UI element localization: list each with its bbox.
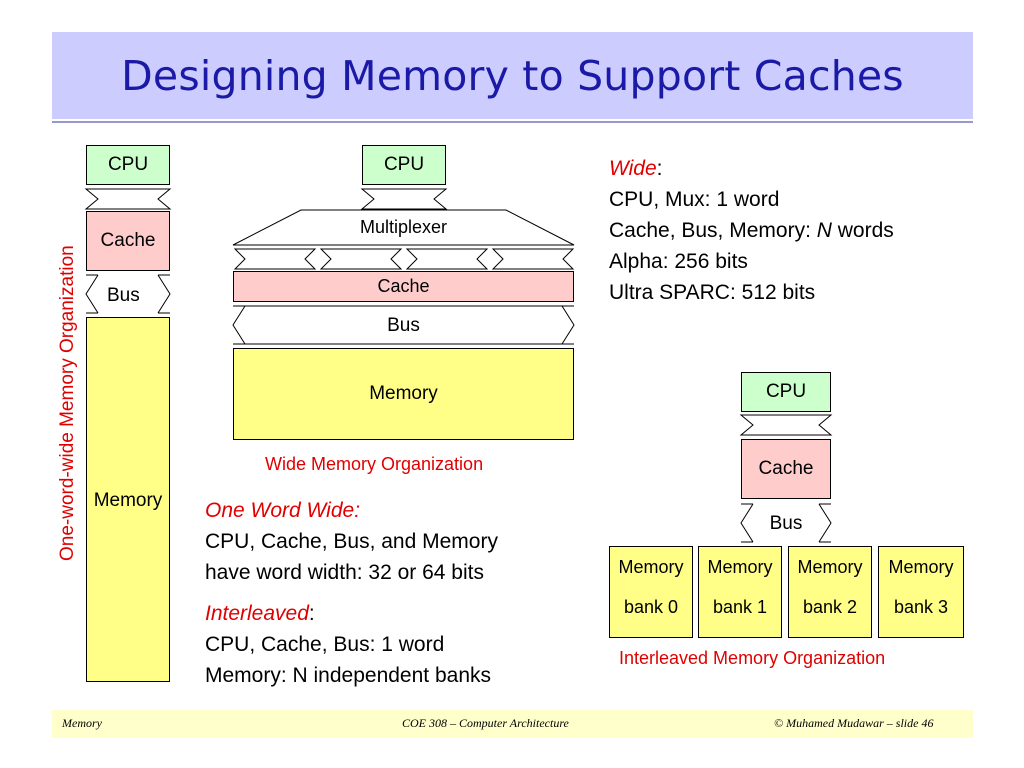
- interleaved-caption: Interleaved Memory Organization: [619, 648, 886, 668]
- wide-notes-line2a: Cache, Bus, Memory:: [609, 219, 817, 242]
- wide-cpu-mux-connector: [360, 188, 448, 210]
- interleaved-notes-line1: CPU, Cache, Bus: 1 word: [205, 633, 445, 656]
- one-word-cache-box: Cache: [86, 211, 170, 271]
- wide-caption: Wide Memory Organization: [265, 454, 484, 474]
- one-word-cpu-cache-connector: [84, 188, 172, 210]
- memory-bank-1-line1: Memory: [707, 557, 773, 577]
- memory-bank-2-line1: Memory: [797, 557, 863, 577]
- multiplexer-shape: [232, 209, 575, 246]
- one-word-notes-heading: One Word Wide:: [205, 499, 361, 522]
- one-word-memory-label: Memory: [93, 490, 163, 511]
- wide-notes-line2b: words: [831, 219, 894, 242]
- wide-cpu-box: CPU: [362, 145, 446, 185]
- one-word-bus: [85, 274, 171, 314]
- wide-cache-box: Cache: [233, 271, 574, 302]
- wide-notes-line1: CPU, Mux: 1 word: [609, 188, 780, 211]
- one-word-notes-line1: CPU, Cache, Bus, and Memory: [205, 530, 498, 553]
- memory-bank-3-line2: bank 3: [893, 597, 949, 617]
- one-word-notes: One Word Wide: CPU, Cache, Bus, and Memo…: [205, 495, 498, 588]
- wide-bus: [232, 305, 575, 345]
- wide-memory-box: Memory: [233, 348, 574, 440]
- memory-bank-1-line2: bank 1: [712, 597, 768, 617]
- footer-topic: Memory: [62, 716, 102, 730]
- interleaved-notes: Interleaved: CPU, Cache, Bus: 1 word Mem…: [205, 598, 491, 691]
- wide-notes-heading: Wide: [609, 157, 657, 180]
- interleaved-notes-colon: :: [308, 602, 315, 625]
- multiplexer-label: Multiplexer: [359, 217, 448, 237]
- title-bar: [52, 32, 973, 119]
- one-word-memory-box: Memory: [86, 317, 170, 682]
- memory-bank-2-line2: bank 2: [802, 597, 858, 617]
- mux-cache-connectors: [233, 248, 575, 270]
- one-word-cpu-box: CPU: [86, 145, 170, 185]
- interleaved-notes-line2: Memory: N independent banks: [205, 664, 491, 687]
- wide-notes-line4: Ultra SPARC: 512 bits: [609, 281, 816, 304]
- memory-bank-0-line1: Memory: [618, 557, 684, 577]
- wide-notes-colon: :: [656, 157, 663, 180]
- wide-notes-line3: Alpha: 256 bits: [609, 250, 748, 273]
- interleaved-bus: [740, 503, 832, 543]
- wide-bus-label: Bus: [387, 315, 420, 336]
- wide-notes-line2n: N: [816, 219, 832, 242]
- footer-credit: © Muhamed Mudawar – slide 46: [774, 716, 934, 730]
- memory-bank-3-line1: Memory: [888, 557, 954, 577]
- interleaved-bus-label: Bus: [769, 513, 803, 534]
- memory-bank-3: Memory bank 3: [878, 546, 964, 638]
- interleaved-cpu-cache-connector: [739, 414, 833, 436]
- slide-title: Designing Memory to Support Caches: [121, 51, 904, 100]
- interleaved-cpu-box: CPU: [741, 372, 831, 412]
- title-underline: [52, 121, 973, 123]
- wide-notes: Wide: CPU, Mux: 1 word Cache, Bus, Memor…: [609, 153, 894, 308]
- interleaved-notes-heading: Interleaved: [205, 602, 309, 625]
- one-word-caption: One-word-wide Memory Organization: [57, 245, 78, 561]
- memory-bank-0: Memory bank 0: [609, 546, 693, 638]
- one-word-notes-line2: have word width: 32 or 64 bits: [205, 561, 484, 584]
- memory-bank-1: Memory bank 1: [698, 546, 782, 638]
- memory-bank-2: Memory bank 2: [788, 546, 872, 638]
- footer-bar: [52, 710, 973, 738]
- one-word-bus-label: Bus: [107, 285, 140, 306]
- footer-course: COE 308 – Computer Architecture: [402, 716, 569, 730]
- interleaved-cache-box: Cache: [741, 439, 831, 499]
- memory-bank-0-line2: bank 0: [623, 597, 679, 617]
